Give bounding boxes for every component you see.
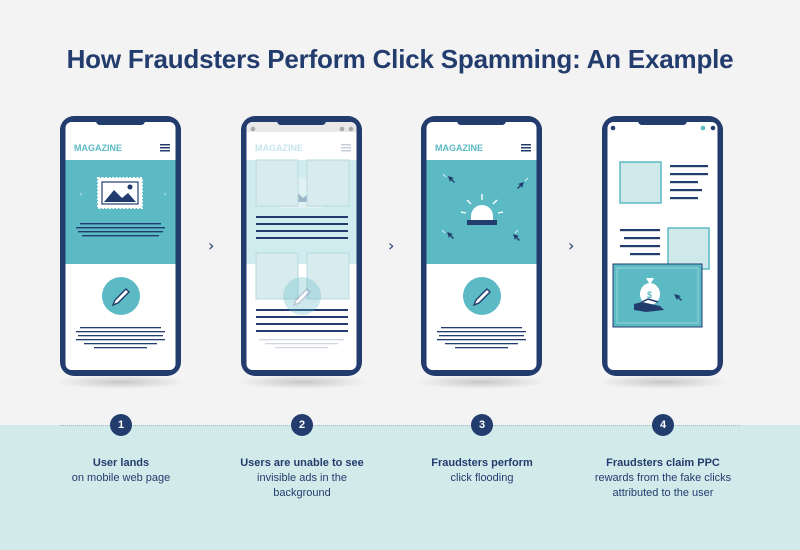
phone-1: MAGAZINE ‹ › (60, 116, 181, 376)
chevron-right-icon: › (208, 236, 215, 255)
step-caption-title: Fraudsters perform (431, 457, 533, 469)
page-title: How Fraudsters Perform Click Spamming: A… (66, 44, 734, 74)
brand-label: MAGAZINE (74, 143, 122, 153)
svg-text:$: $ (647, 290, 652, 300)
step-caption-body: invisible ads in the background (257, 472, 347, 499)
phone-4: $ (602, 116, 723, 376)
step-caption-title: Fraudsters claim PPC (606, 457, 720, 469)
cursor-icon (674, 294, 682, 301)
hamburger-icon (160, 144, 170, 152)
step-caption: Fraudsters perform click flooding (397, 456, 567, 486)
siren-icon (460, 194, 504, 225)
brand-label-faded: MAGAZINE (255, 143, 303, 153)
svg-text:›: › (164, 192, 166, 198)
step-number-badge: 1 (110, 414, 132, 436)
step-caption-title: User lands (92, 457, 150, 469)
chevron-right-icon: › (568, 236, 575, 255)
hamburger-icon (521, 144, 531, 152)
step-number-badge: 4 (652, 414, 674, 436)
step-number-badge: 2 (291, 414, 313, 436)
step-caption: Users are unable to see invisible ads in… (217, 456, 387, 501)
step-caption-title: Users are unable to see (240, 457, 364, 469)
step-caption: Fraudsters claim PPC rewards from the fa… (578, 456, 748, 501)
hidden-ads (255, 159, 350, 300)
step-caption: User lands on mobile web page (36, 456, 206, 486)
cursor-icon (447, 176, 524, 241)
chevron-right-icon: › (388, 236, 395, 255)
phone-2: MAGAZINE (241, 116, 362, 376)
steps-band (0, 425, 800, 550)
steps-connector (60, 425, 740, 426)
step-caption-body: on mobile web page (71, 472, 171, 484)
money-bag-icon: $ (634, 278, 664, 312)
image-icon (97, 177, 143, 209)
svg-text:‹: ‹ (80, 192, 82, 198)
step-caption-body: rewards from the fake clicks attributed … (594, 472, 732, 499)
step-number-badge: 3 (471, 414, 493, 436)
brand-label: MAGAZINE (435, 143, 483, 153)
pencil-icon (102, 277, 140, 315)
pencil-icon (463, 277, 501, 315)
phone-3: MAGAZINE (421, 116, 542, 376)
step-caption-body: click flooding (450, 472, 514, 484)
